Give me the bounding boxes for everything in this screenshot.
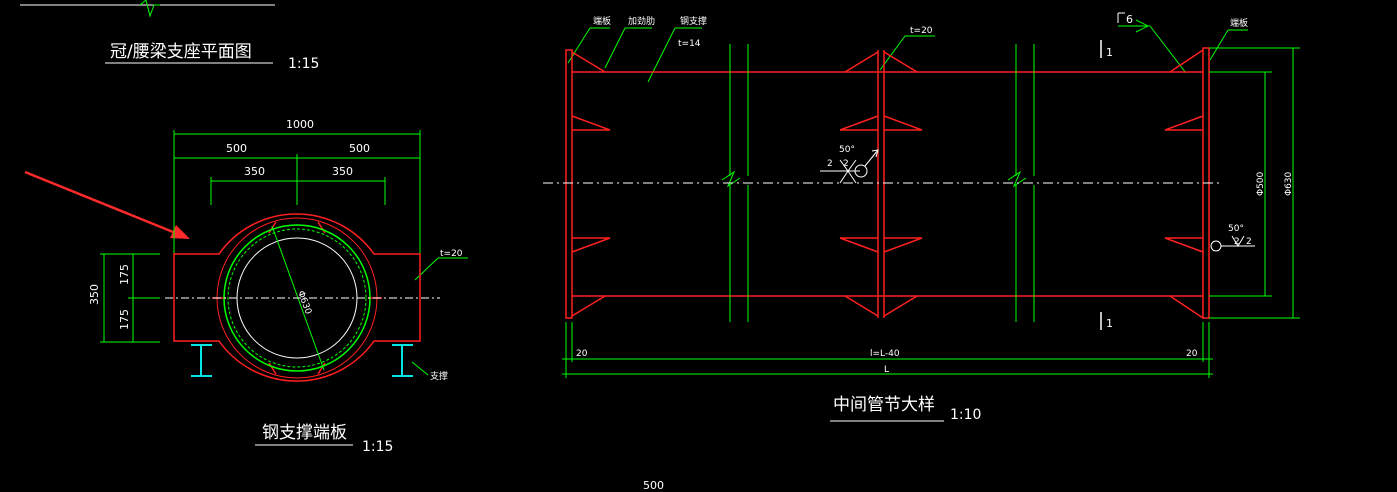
end-plate-view: 1000 500 500 350 350 350 175 175 t=20 Φ6… xyxy=(88,118,468,455)
inner-diameter: Φ500 xyxy=(1256,171,1266,196)
i-beam-left xyxy=(191,344,212,377)
i-beam-right xyxy=(392,344,413,377)
dim-upper: 175 xyxy=(118,264,131,285)
brace-thickness: t=14 xyxy=(678,39,701,49)
pipe-diameter-label: Φ630 xyxy=(295,290,313,316)
dim-total: 1000 xyxy=(286,118,314,131)
plan-title: 冠/腰梁支座平面图 xyxy=(110,42,252,62)
footer-dimension: 500 xyxy=(643,479,664,492)
plan-scale: 1:15 xyxy=(288,56,319,72)
end-plate-dimensions xyxy=(100,130,468,343)
label-stiffener: 加劲肋 xyxy=(628,15,655,27)
label-end-plate-left: 端板 xyxy=(593,15,611,27)
mid-section-view: 端板 加劲肋 钢支撑 t=14 t=20 6 端板 1 1 xyxy=(543,12,1300,423)
weld-gap-right2: 2 xyxy=(1246,237,1252,247)
plan-break-mark xyxy=(139,0,160,18)
plate-thickness: t=20 xyxy=(910,26,933,36)
dim-half-right: 500 xyxy=(349,142,370,155)
label-end-plate-right: 端板 xyxy=(1230,17,1248,29)
end-plate-outline xyxy=(173,213,421,382)
dim-right: 20 xyxy=(1186,349,1198,359)
end-plate-thickness: t=20 xyxy=(440,249,463,259)
weld-symbol: 6 xyxy=(1126,13,1133,26)
dim-inner-right: 350 xyxy=(332,165,353,178)
end-plate-scale: 1:15 xyxy=(362,439,393,455)
weld-angle-right: 50° xyxy=(1228,224,1244,234)
weld-angle-center: 50° xyxy=(839,145,855,155)
plan-view-partial: 冠/腰梁支座平面图 1:15 xyxy=(20,0,319,72)
label-steel-brace: 钢支撑 xyxy=(680,15,707,27)
dim-inner-left: 350 xyxy=(244,165,265,178)
weld-gap-right-center: 2 xyxy=(843,159,849,169)
pointer-arrow xyxy=(24,170,190,239)
weld-gap-right: 2 xyxy=(1234,237,1240,247)
mid-section-scale: 1:10 xyxy=(950,407,981,423)
support-label: 支撑 xyxy=(430,370,448,382)
dim-height: 350 xyxy=(88,284,101,305)
end-plate-title: 钢支撑端板 xyxy=(262,423,347,443)
dim-lower: 175 xyxy=(118,309,131,330)
section-mark-bottom: 1 xyxy=(1106,317,1113,330)
outer-diameter: Φ630 xyxy=(1284,171,1294,196)
dim-mid: l=L-40 xyxy=(870,349,900,359)
dim-half-left: 500 xyxy=(226,142,247,155)
dim-total-length: L xyxy=(884,365,889,375)
dim-left: 20 xyxy=(576,349,588,359)
mid-section-title: 中间管节大样 xyxy=(833,395,935,415)
pipe-dashed-circle xyxy=(227,228,367,368)
section-mark-top: 1 xyxy=(1106,46,1113,59)
weld-gap-left-center: 2 xyxy=(827,159,833,169)
